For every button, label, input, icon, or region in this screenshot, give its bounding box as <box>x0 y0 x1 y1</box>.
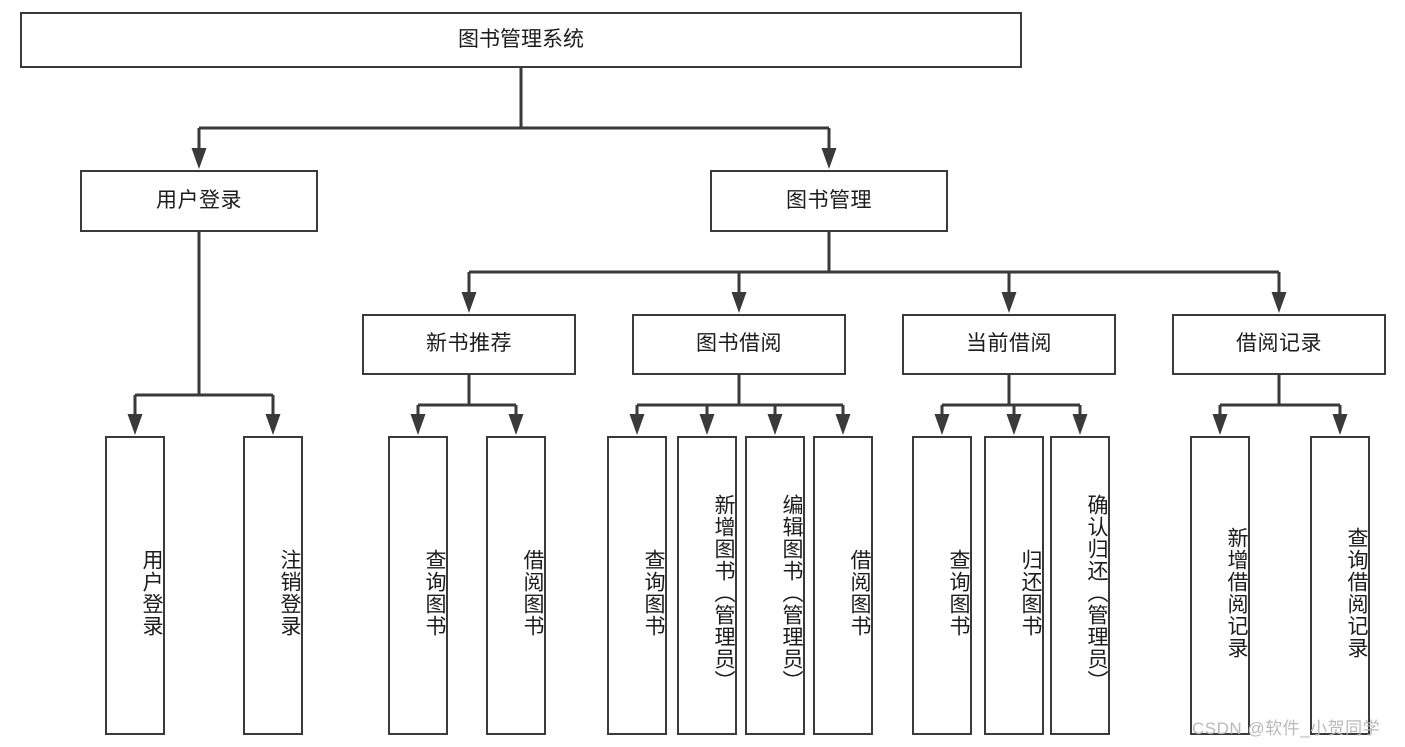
node-l3_11[interactable]: 新增借阅记录 <box>1190 436 1250 735</box>
node-root[interactable]: 图书管理系统 <box>20 12 1022 68</box>
node-label: 注销登录 <box>278 548 301 637</box>
node-l3_10[interactable]: 确认归还（管理员） <box>1050 436 1110 735</box>
node-label: 借阅图书 <box>848 548 871 637</box>
node-l2_1[interactable]: 图书借阅 <box>632 314 846 375</box>
edge-arrowhead <box>767 414 783 435</box>
edge-arrowhead <box>629 414 645 435</box>
node-label: 查询图书 <box>642 548 665 637</box>
node-label: 归还图书 <box>1019 548 1042 637</box>
node-label: 图书管理系统 <box>458 27 584 51</box>
node-label: 查询借阅记录 <box>1345 526 1368 659</box>
node-label: 用户登录 <box>140 548 163 637</box>
node-l3_6[interactable]: 编辑图书（管理员） <box>745 436 805 735</box>
node-l3_2[interactable]: 查询图书 <box>388 436 448 735</box>
edge-arrowhead <box>1006 414 1022 435</box>
node-l3_1[interactable]: 注销登录 <box>243 436 303 735</box>
node-label: 新书推荐 <box>426 332 512 356</box>
node-l3_0[interactable]: 用户登录 <box>105 436 165 735</box>
node-label: 编辑图书（管理员） <box>780 493 803 692</box>
node-label: 借阅图书 <box>521 548 544 637</box>
node-label: 查询图书 <box>423 548 446 637</box>
node-l3_5[interactable]: 新增图书（管理员） <box>677 436 737 735</box>
node-l2_2[interactable]: 当前借阅 <box>902 314 1116 375</box>
edge-arrowhead <box>731 292 747 313</box>
edge-arrowhead <box>1332 414 1348 435</box>
edge-arrowhead <box>821 148 837 169</box>
edge-arrowhead <box>1212 414 1228 435</box>
node-l3_4[interactable]: 查询图书 <box>607 436 667 735</box>
node-l3_8[interactable]: 查询图书 <box>912 436 972 735</box>
edge-arrowhead <box>461 292 477 313</box>
node-label: 新增借阅记录 <box>1225 526 1248 659</box>
node-label: 查询图书 <box>947 548 970 637</box>
edge-arrowhead <box>191 148 207 169</box>
node-l1_0[interactable]: 用户登录 <box>80 170 318 232</box>
edge-arrowhead <box>127 414 143 435</box>
node-l3_3[interactable]: 借阅图书 <box>486 436 546 735</box>
node-label: 图书管理 <box>786 188 872 212</box>
edge-arrowhead <box>934 414 950 435</box>
node-label: 新增图书（管理员） <box>712 493 735 692</box>
node-label: 图书借阅 <box>696 332 782 356</box>
edge-arrowhead <box>699 414 715 435</box>
edge-arrowhead <box>265 414 281 435</box>
node-l2_3[interactable]: 借阅记录 <box>1172 314 1386 375</box>
edge-arrowhead <box>410 414 426 435</box>
edge-arrowhead <box>1001 292 1017 313</box>
edge-arrowhead <box>508 414 524 435</box>
node-l3_12[interactable]: 查询借阅记录 <box>1310 436 1370 735</box>
node-label: 当前借阅 <box>966 332 1052 356</box>
node-l3_9[interactable]: 归还图书 <box>984 436 1044 735</box>
node-l3_7[interactable]: 借阅图书 <box>813 436 873 735</box>
node-label: 用户登录 <box>156 188 242 212</box>
edge-arrowhead <box>835 414 851 435</box>
edge-arrowhead <box>1271 292 1287 313</box>
csdn-watermark: CSDN @软件_小贺同学 <box>1192 719 1381 738</box>
node-l1_1[interactable]: 图书管理 <box>710 170 948 232</box>
node-l2_0[interactable]: 新书推荐 <box>362 314 576 375</box>
node-label: 确认归还（管理员） <box>1085 493 1108 692</box>
node-label: 借阅记录 <box>1236 332 1322 356</box>
edge-arrowhead <box>1072 414 1088 435</box>
